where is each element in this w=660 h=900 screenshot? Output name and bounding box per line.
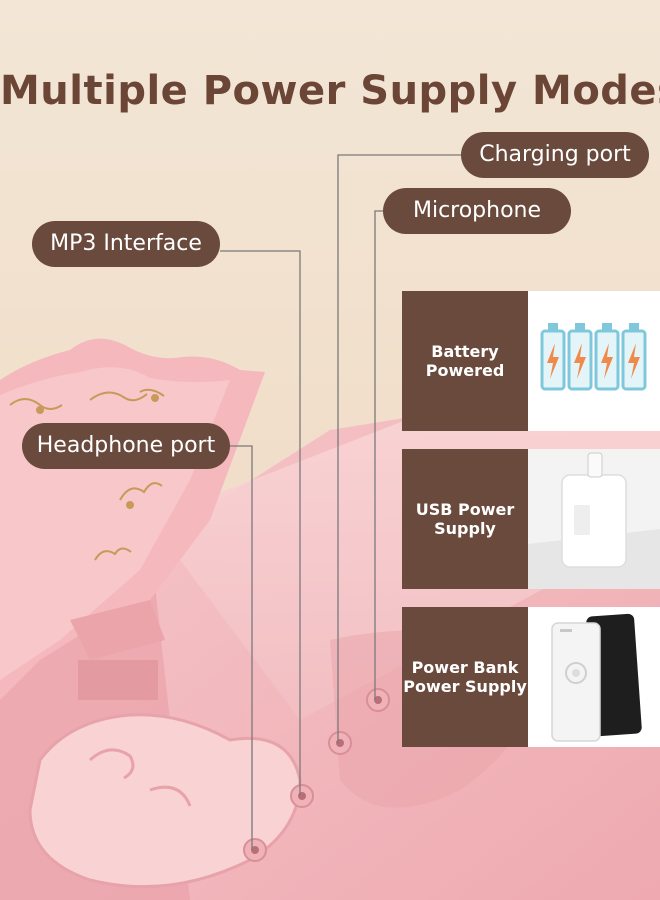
callout-microphone: Microphone — [383, 188, 571, 234]
power-bank-icon — [528, 607, 660, 747]
battery-icon — [528, 291, 660, 431]
callout-mp3-interface: MP3 Interface — [32, 221, 220, 267]
power-mode-label: Power Bank Power Supply — [402, 607, 528, 747]
power-mode-usb: USB Power Supply — [402, 449, 660, 589]
gold-ornament — [9, 388, 165, 561]
page-title: Multiple Power Supply Modes — [0, 68, 660, 114]
port-holes — [243, 688, 390, 862]
power-mode-battery: Battery Powered — [402, 291, 660, 431]
power-mode-label: Battery Powered — [402, 291, 528, 431]
callout-charging-port: Charging port — [461, 132, 649, 178]
callout-leader-lines — [220, 154, 461, 850]
usb-charger-icon — [528, 449, 660, 589]
callout-headphone-port: Headphone port — [22, 423, 230, 469]
power-mode-label: USB Power Supply — [402, 449, 528, 589]
power-mode-power-bank: Power Bank Power Supply — [402, 607, 660, 747]
